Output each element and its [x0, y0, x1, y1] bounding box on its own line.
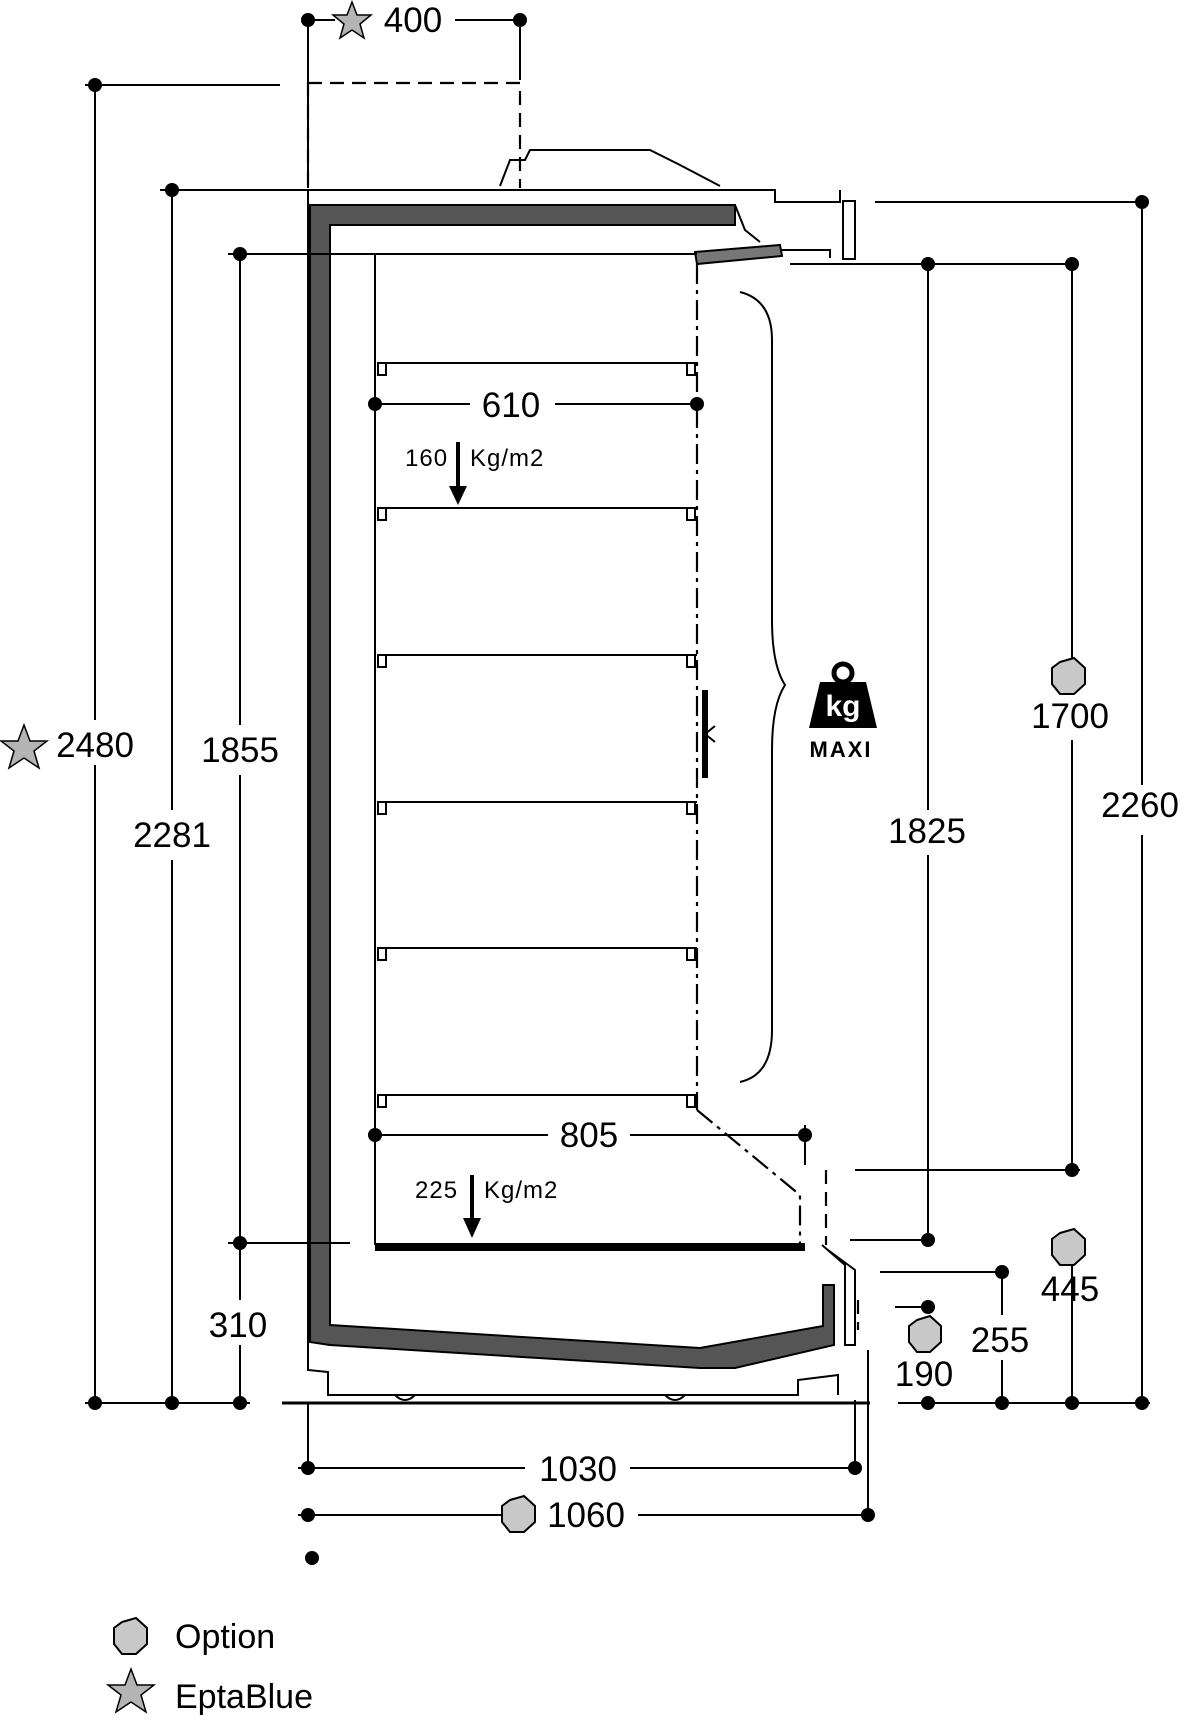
air-grille	[693, 243, 831, 266]
legend-eptablue-label: EptaBlue	[175, 1678, 313, 1716]
dim-310: 310	[209, 1306, 267, 1345]
option-circle-icon	[908, 1314, 942, 1353]
dim-2260: 2260	[1101, 786, 1179, 825]
dim-1855: 1855	[201, 731, 279, 770]
cabinet-outline	[282, 81, 870, 1405]
load-arrow-icon	[449, 486, 467, 505]
shelf-load-number: 160	[405, 445, 448, 472]
dim-1825: 1825	[888, 812, 966, 851]
load-indicators: kg	[449, 442, 877, 1238]
shelf	[377, 947, 697, 961]
option-circle-icon	[1051, 1227, 1086, 1266]
dim-190: 190	[895, 1355, 953, 1394]
dim-1700: 1700	[1031, 697, 1109, 736]
option-markers	[0, 0, 1086, 1533]
loading-zone-brace	[739, 291, 787, 1083]
shelves	[377, 362, 716, 1108]
option-circle-icon	[501, 1494, 536, 1533]
maxi-label: MAXI	[810, 737, 873, 762]
shelf	[377, 507, 697, 521]
legend: Option EptaBlue	[105, 1616, 313, 1716]
weight-kg-icon: kg	[809, 661, 877, 728]
dim-610: 610	[482, 386, 540, 425]
shelf	[377, 801, 697, 815]
dim-1030: 1030	[539, 1450, 617, 1489]
option-circle-icon	[113, 1616, 148, 1655]
base-load-unit: Kg/m2	[484, 1177, 558, 1204]
shelf	[377, 654, 697, 668]
insulated-wall	[309, 204, 835, 1369]
dim-400: 400	[384, 1, 442, 40]
dim-445: 445	[1041, 1270, 1099, 1309]
legend-option-label: Option	[175, 1618, 275, 1656]
dim-255: 255	[971, 1321, 1029, 1360]
dim-805: 805	[560, 1116, 618, 1155]
eptablue-star-icon	[105, 1666, 157, 1714]
base-load-number: 225	[415, 1177, 458, 1204]
shelf-load-unit: Kg/m2	[470, 445, 544, 472]
eptablue-star-icon	[330, 0, 374, 40]
svg-text:kg: kg	[825, 690, 860, 723]
dimension-labels: 400 2480 2281 1855 310 610 805 2260 1825…	[56, 1, 1179, 1535]
dim-2480: 2480	[56, 726, 134, 765]
load-arrow-icon	[463, 1218, 481, 1238]
load-labels: 160 Kg/m2 225 Kg/m2 MAXI	[405, 445, 873, 1204]
shelf	[377, 1094, 697, 1108]
option-circle-icon	[1051, 656, 1086, 695]
dim-1060: 1060	[547, 1496, 625, 1535]
shelf	[377, 362, 697, 376]
dim-2281: 2281	[133, 816, 211, 855]
dimension-lines	[85, 13, 1150, 1565]
eptablue-star-icon	[0, 722, 50, 770]
